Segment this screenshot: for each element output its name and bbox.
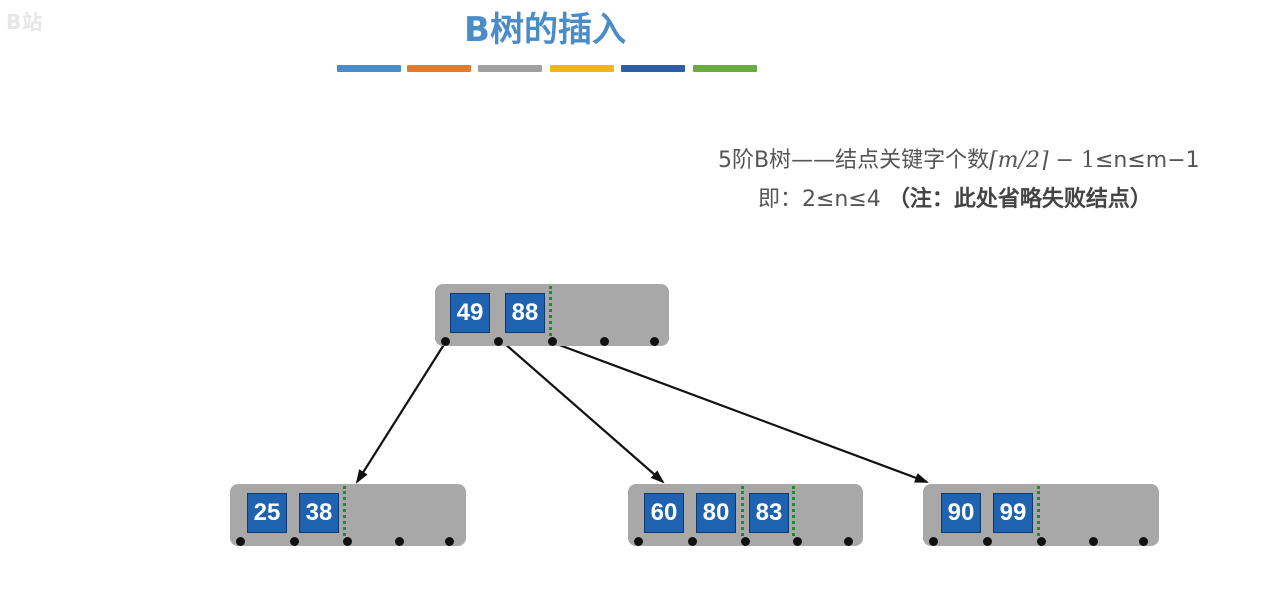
info-line-2: 即：2≤n≤4 （注：此处省略失败结点） [758, 181, 1152, 213]
child-2-separator-2 [792, 486, 795, 536]
child-2-key-1: 60 [644, 493, 684, 533]
root-pointer-1 [441, 337, 450, 346]
edge-root-to-child-3 [553, 341, 929, 484]
child-3-separator [1037, 486, 1040, 536]
info-line-2-prefix: 即：2≤n≤4 [758, 187, 881, 212]
root-node: 49 88 [435, 284, 669, 346]
child-3-pointer-3 [1037, 537, 1046, 546]
color-bar-1 [337, 65, 401, 72]
color-bar-3 [478, 65, 542, 72]
info-line-1-prefix: 5阶B树——结点关键字个数 [718, 148, 990, 173]
child-2-key-3: 83 [749, 493, 789, 533]
child-3-pointer-5 [1139, 537, 1148, 546]
child-1-key-2: 38 [299, 493, 339, 533]
info-line-1: 5阶B树——结点关键字个数⌈m/2⌉ − 1≤n≤m−1 [718, 142, 1200, 174]
root-key-2: 88 [505, 293, 545, 333]
logo-watermark: B站 [6, 10, 44, 34]
child-1-pointer-1 [236, 537, 245, 546]
child-2-pointer-4 [793, 537, 802, 546]
child-3-key-1: 90 [941, 493, 981, 533]
color-bar-4 [550, 65, 614, 72]
slide-title: B树的插入 [464, 10, 626, 50]
root-key-1: 49 [450, 293, 490, 333]
edge-root-to-child-2 [503, 342, 665, 484]
child-1-key-1: 25 [247, 493, 287, 533]
root-pointer-3 [548, 337, 557, 346]
child-node-2: 60 80 83 [628, 484, 863, 546]
child-3-pointer-1 [929, 537, 938, 546]
root-separator [549, 286, 552, 336]
child-3-pointer-2 [983, 537, 992, 546]
child-1-pointer-4 [395, 537, 404, 546]
edge-root-to-child-1 [355, 342, 446, 484]
root-pointer-5 [650, 337, 659, 346]
info-line-1-suffix: ≤n≤m−1 [1094, 148, 1200, 173]
child-3-key-2: 99 [993, 493, 1033, 533]
info-line-1-math: ⌈m/2⌉ [989, 148, 1049, 173]
child-1-pointer-2 [290, 537, 299, 546]
child-1-pointer-5 [445, 537, 454, 546]
child-3-pointer-4 [1089, 537, 1098, 546]
child-2-pointer-1 [634, 537, 643, 546]
color-bar-6 [693, 65, 757, 72]
color-bar-2 [407, 65, 471, 72]
color-bar-5 [621, 65, 685, 72]
child-2-separator-1 [741, 486, 744, 536]
info-line-1-mid: − 1 [1048, 148, 1095, 173]
child-node-1: 25 38 [230, 484, 466, 546]
child-1-separator [343, 486, 346, 536]
info-line-2-note: （注：此处省略失败结点） [887, 187, 1152, 212]
child-2-pointer-2 [688, 537, 697, 546]
child-2-key-2: 80 [696, 493, 736, 533]
child-1-pointer-3 [343, 537, 352, 546]
root-pointer-4 [600, 337, 609, 346]
child-2-pointer-5 [844, 537, 853, 546]
child-node-3: 90 99 [923, 484, 1159, 546]
child-2-pointer-3 [741, 537, 750, 546]
root-pointer-2 [494, 337, 503, 346]
